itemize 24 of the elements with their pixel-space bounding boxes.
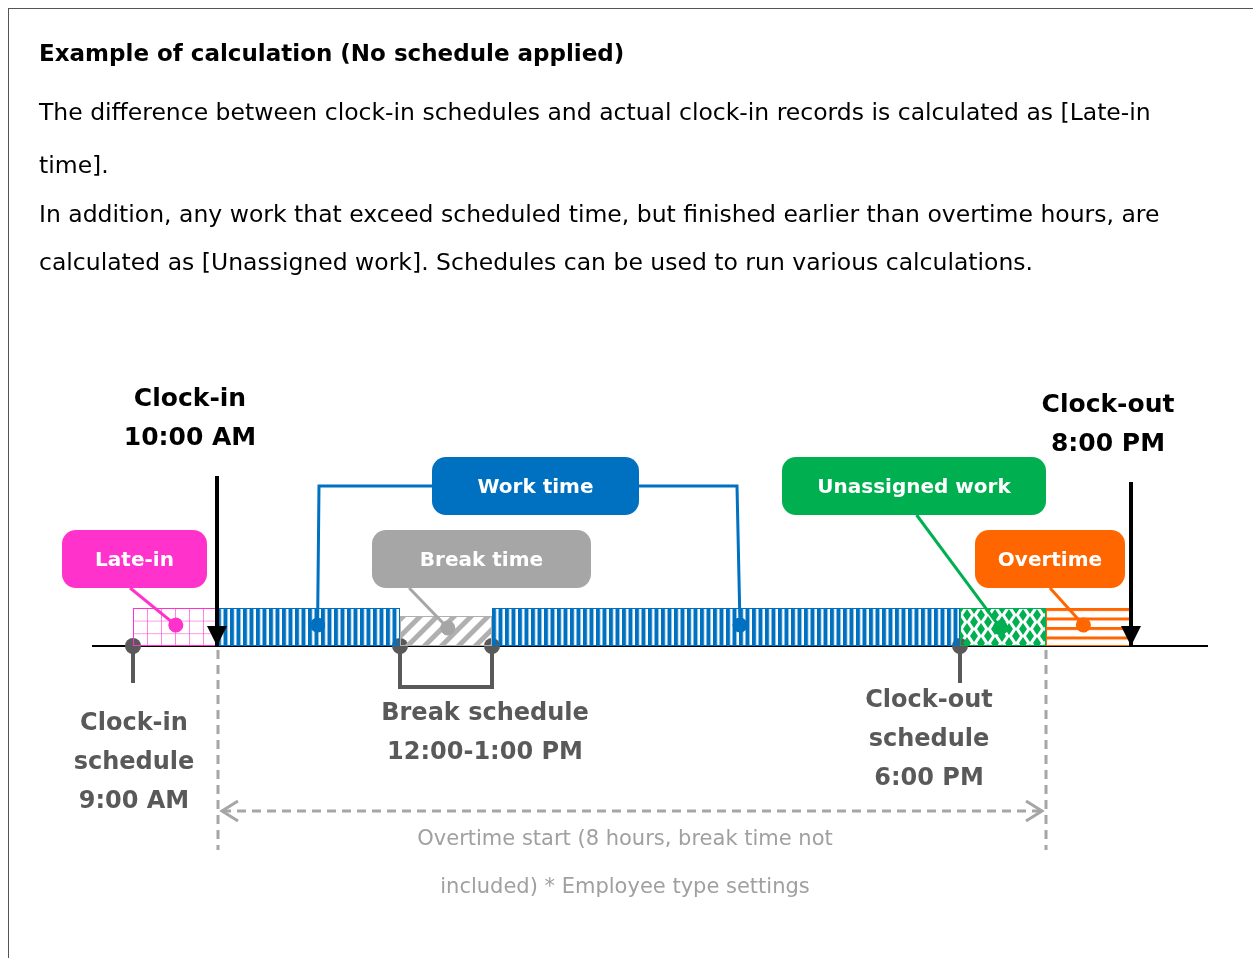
- hatched-segment: [400, 616, 492, 646]
- leader-line: [408, 586, 456, 636]
- schedule-label: Clock-out schedule 6:00 PM: [864, 684, 994, 793]
- callout-box: Unassigned work: [782, 457, 1046, 515]
- callout-box: Late-in: [62, 530, 207, 588]
- striped-segment: [217, 608, 400, 646]
- paragraph: The difference between clock-in schedules and actual clock-in records is calculated as [Late-in time].: [39, 97, 1152, 181]
- arrow: [1121, 482, 1141, 646]
- schedule-label: Break schedule 12:00-1:00 PM: [380, 697, 590, 767]
- leader-line: [915, 514, 1008, 636]
- leader-line: [639, 484, 748, 633]
- time-label: Clock-in 10:00 AM: [100, 378, 280, 460]
- leader-line: [310, 484, 432, 633]
- leader-line: [1048, 587, 1091, 633]
- callout-box: Break time: [372, 530, 591, 588]
- schedule-label: Clock-in schedule 9:00 AM: [72, 707, 196, 816]
- striped-segment: [492, 608, 960, 646]
- dotted-segment: [960, 608, 1046, 646]
- arrow: [207, 476, 227, 646]
- paragraph: In addition, any work that exceed scheduled time, but finished earlier than overtime hours, are calculated as [Unassigned work]. Schedules can be used to run various calculations.: [39, 199, 1161, 278]
- heading: Example of calculation (No schedule applied): [39, 40, 625, 66]
- dimension-label: Overtime start (8 hours, break time not included) * Employee type settings: [416, 825, 834, 900]
- callout-box: Work time: [432, 457, 639, 515]
- callout-box: Overtime: [975, 530, 1125, 588]
